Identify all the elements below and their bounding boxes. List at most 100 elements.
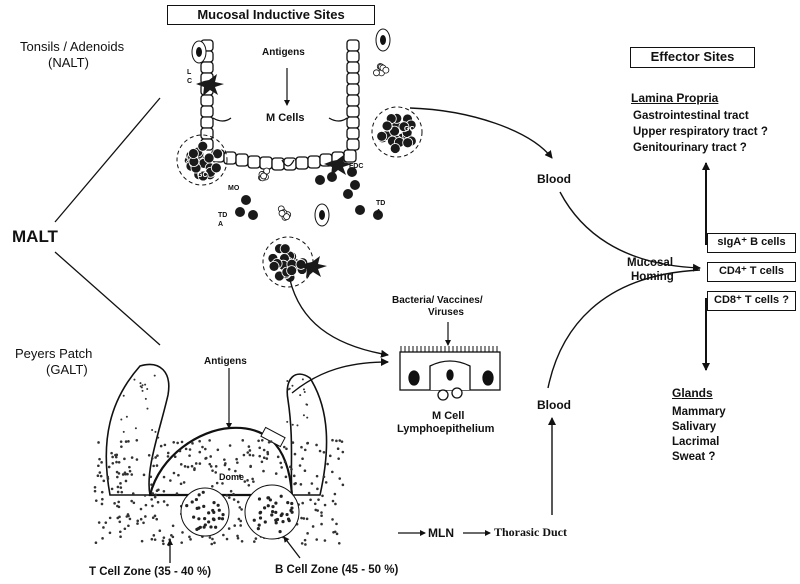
stipple-dot: [117, 501, 120, 504]
stipple-dot: [162, 540, 165, 543]
stipple-dot: [102, 480, 105, 483]
lymphocyte: [377, 131, 387, 141]
stipple-dot: [292, 441, 295, 444]
stipple-dot: [101, 491, 104, 494]
stipple-dot: [184, 465, 187, 468]
lymphocyte: [390, 144, 400, 154]
stipple-dot: [160, 445, 163, 448]
stipple-dot: [111, 488, 114, 491]
stipple-dot: [335, 523, 338, 526]
stipple-dot: [342, 484, 345, 487]
cell-nucleus: [196, 47, 202, 57]
stipple-dot: [154, 375, 156, 377]
follicle-right: [372, 107, 422, 157]
zone-cell: [218, 517, 221, 520]
cd4-t-cells-box: CD4⁺ T cells: [707, 262, 796, 282]
zone-cell: [199, 526, 202, 529]
stipple-dot: [144, 384, 146, 386]
stipple-dot: [261, 439, 264, 442]
lymphocyte: [204, 153, 214, 163]
granule: [373, 70, 379, 76]
nalt-label-line2: (NALT): [48, 55, 89, 70]
stipple-dot: [174, 455, 177, 458]
lymphocyte: [343, 189, 353, 199]
m-cells-label: M Cells: [264, 112, 307, 124]
epithelial-cell: [347, 40, 359, 51]
zone-cell: [207, 511, 210, 514]
granule: [261, 173, 267, 179]
stipple-dot: [285, 476, 288, 479]
zone-cell: [209, 525, 212, 528]
stipple-dot: [320, 514, 323, 517]
stipple-dot: [331, 439, 334, 442]
zone-cell: [202, 491, 205, 494]
lymphocyte: [241, 195, 251, 205]
stipple-dot: [155, 518, 158, 521]
stipple-dot: [314, 503, 317, 506]
nucleus: [409, 371, 419, 385]
stipple-dot: [279, 462, 282, 465]
lc-label-c: C: [187, 78, 192, 85]
stipple-dot: [332, 500, 335, 503]
stipple-dot: [191, 442, 194, 445]
t-zone-label: T Cell Zone (35 - 40 %): [89, 566, 211, 578]
stipple-dot: [268, 441, 271, 444]
stipple-dot: [246, 479, 249, 482]
epithelial-cell: [347, 62, 359, 73]
stipple-dot: [139, 382, 141, 384]
stipple-dot: [228, 468, 231, 471]
stipple-dot: [185, 448, 188, 451]
stipple-dot: [296, 424, 298, 426]
lamina-item-3: Genitourinary tract ?: [633, 142, 747, 154]
malt-label: MALT: [12, 227, 58, 247]
stipple-dot: [204, 448, 207, 451]
stipple-dot: [238, 506, 241, 509]
stipple-dot: [132, 492, 135, 495]
stipple-dot: [201, 446, 204, 449]
stipple-dot: [312, 525, 315, 528]
stipple-dot: [151, 457, 154, 460]
zone-cell: [270, 513, 273, 516]
stipple-dot: [127, 440, 130, 443]
stipple-dot: [251, 478, 254, 481]
stipple-dot: [111, 456, 114, 459]
stipple-dot: [237, 501, 240, 504]
stipple-dot: [189, 538, 192, 541]
stipple-dot: [246, 451, 249, 454]
epithelial-cell: [272, 158, 284, 170]
stipple-dot: [120, 419, 122, 421]
stipple-dot: [111, 462, 114, 465]
stipple-dot: [183, 481, 186, 484]
stipple-dot: [154, 496, 157, 499]
lc-label-l: L: [187, 69, 191, 76]
glands-heading: Glands: [672, 386, 713, 400]
stipple-dot: [130, 500, 133, 503]
stipple-dot: [226, 538, 229, 541]
stipple-dot: [258, 455, 261, 458]
stipple-dot: [290, 468, 293, 471]
stipple-dot: [99, 471, 102, 474]
stipple-dot: [141, 386, 143, 388]
zone-cell: [274, 502, 277, 505]
stipple-dot: [214, 471, 217, 474]
stipple-dot: [135, 439, 138, 442]
mcell-epithelium: [400, 346, 500, 400]
gland-item-2: Salivary: [672, 421, 716, 433]
stipple-dot: [266, 451, 269, 454]
zone-cell: [253, 519, 256, 522]
stipple-dot: [129, 470, 132, 473]
stipple-dot: [118, 461, 121, 464]
stipple-dot: [181, 441, 184, 444]
stipple-dot: [119, 482, 122, 485]
stipple-dot: [304, 469, 307, 472]
epithelial-cell: [284, 158, 296, 170]
stipple-dot: [209, 536, 212, 539]
stipple-dot: [97, 441, 100, 444]
stipple-dot: [304, 391, 306, 393]
stipple-dot: [341, 440, 344, 443]
stipple-dot: [249, 454, 252, 457]
zone-cell: [274, 519, 277, 522]
stipple-dot: [116, 476, 119, 479]
siga-b-cells-box: sIgA⁺ B cells: [707, 233, 796, 253]
stipple-dot: [106, 476, 109, 479]
